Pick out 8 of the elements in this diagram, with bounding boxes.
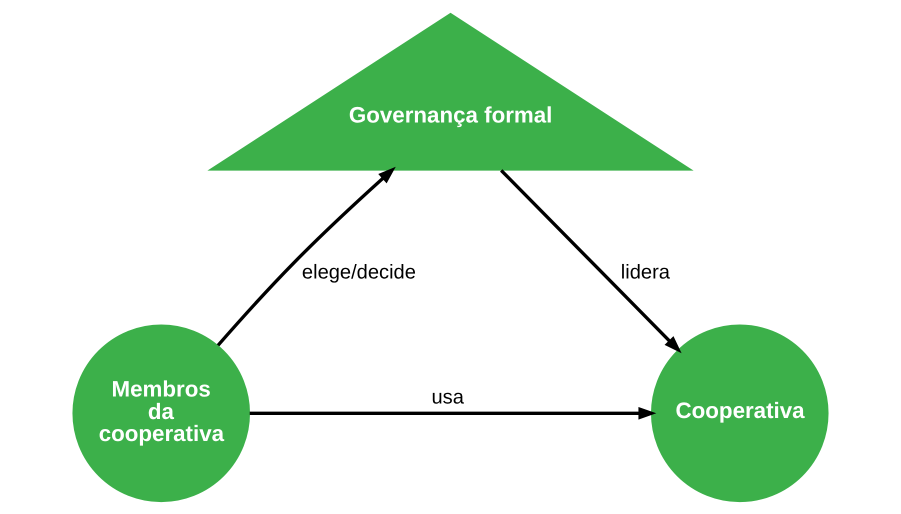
node-circle: Cooperativa <box>650 324 829 502</box>
arrow <box>500 168 682 353</box>
edge-label: lidera <box>620 261 670 284</box>
edge-label: elege/decide <box>302 261 416 284</box>
edge-label: usa <box>432 386 464 408</box>
arrow <box>250 406 656 420</box>
arrow <box>216 166 396 346</box>
node-circle: Membros da cooperativa <box>72 324 250 502</box>
